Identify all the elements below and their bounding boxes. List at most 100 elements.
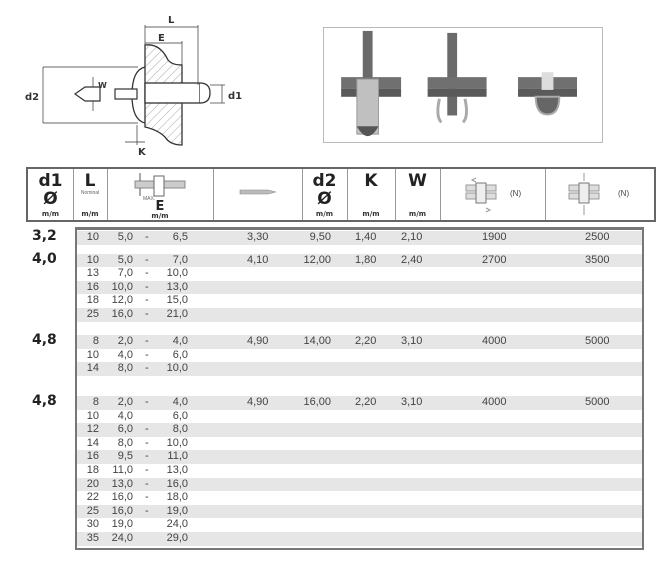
grip-max-value: 10,0	[166, 362, 188, 375]
grip-min-value: 16,0	[111, 308, 133, 320]
unit-label: (N)	[618, 189, 630, 198]
grip-separator: -	[145, 335, 149, 348]
shear-strength-value: 4000	[482, 396, 507, 408]
header-K: K m/m	[347, 169, 396, 220]
header-L-title: L	[84, 171, 96, 191]
length-value: 12	[86, 423, 99, 436]
grip-min-value: 19,0	[111, 518, 133, 531]
shear-strength-value: 2700	[482, 253, 507, 266]
grip-min-value: 9,5	[117, 450, 133, 463]
grip-min-value: 8,0	[117, 362, 133, 375]
grip-min-value: 12,0	[111, 294, 133, 307]
max-label: MAX.	[143, 196, 156, 202]
grip-max-value: 10,0	[166, 436, 188, 449]
header-W-title: W	[408, 171, 427, 191]
tensile-strength-value: 2500	[585, 231, 610, 243]
grip-max-value: 11,0	[167, 450, 188, 463]
grip-max-value: 15,0	[166, 294, 188, 307]
grip-min-value: 16,0	[111, 504, 133, 517]
unit-label: m/m	[41, 210, 60, 218]
label-E: E	[158, 33, 165, 44]
grip-max-value: 21,0	[166, 308, 188, 320]
length-value: 10	[86, 348, 99, 361]
grip-separator: -	[145, 253, 149, 266]
grip-min-value: 4,0	[117, 348, 133, 361]
grip-min-value: 4,0	[117, 409, 133, 422]
grip-max-value: 16,0	[166, 477, 188, 490]
header-drill	[213, 169, 303, 220]
grip-separator: -	[145, 280, 149, 293]
grip-max-value: 7,0	[172, 253, 188, 266]
header-shear: (N)	[440, 169, 546, 220]
d1-value: 4,8	[32, 393, 57, 409]
shear-force-icon	[465, 177, 497, 213]
d1-value: 4,0	[32, 250, 57, 267]
header-d1: d1 Ø m/m	[28, 169, 74, 220]
rivet-installation-illustration	[323, 27, 603, 143]
grip-separator: -	[145, 477, 149, 490]
length-value: 10	[86, 409, 99, 422]
head-diameter-value: 16,00	[303, 396, 331, 408]
head-height-value: 2,20	[355, 396, 377, 408]
header-d2: d2 Ø m/m	[302, 169, 348, 220]
head-height-value: 1,40	[355, 231, 377, 243]
grip-separator: -	[145, 436, 149, 449]
grip-separator: -	[145, 396, 149, 408]
grip-min-value: 16,0	[111, 491, 133, 504]
grip-separator: -	[145, 464, 149, 476]
d1-value: 3,2	[32, 228, 57, 244]
length-value: 25	[86, 504, 99, 517]
label-W: W	[98, 81, 107, 90]
table-header: d1 Ø m/m L Nominal m/m MAX. E m/m d2 Ø m…	[26, 167, 656, 222]
head-height-value: 2,20	[355, 335, 377, 348]
rivet-dimension-diagram: L E d2 d1 W K	[25, 15, 242, 155]
header-L: L Nominal m/m	[73, 169, 108, 220]
grip-max-value: 10,0	[166, 267, 188, 280]
length-value: 14	[86, 436, 99, 449]
grip-min-value: 13,0	[111, 477, 133, 490]
grip-max-value: 4,0	[172, 396, 188, 408]
grip-min-value: 24,0	[111, 532, 133, 544]
grip-min-value: 7,0	[117, 267, 133, 280]
grip-min-value: 10,0	[111, 280, 133, 293]
drill-diameter-value: 4,90	[247, 396, 269, 408]
length-value: 13	[86, 267, 99, 280]
grip-min-value: 2,0	[117, 396, 133, 408]
header-d1-title: d1	[38, 171, 63, 191]
grip-separator: -	[145, 362, 149, 375]
grip-min-value: 5,0	[117, 253, 133, 266]
diameter-symbol: Ø	[43, 189, 58, 209]
drill-diameter-value: 4,10	[247, 253, 269, 266]
length-value: 20	[86, 477, 99, 490]
grip-min-value: 6,0	[117, 423, 133, 436]
length-value: 10	[86, 253, 99, 266]
unit-label: m/m	[315, 210, 334, 218]
shear-strength-value: 4000	[482, 335, 507, 348]
length-value: 10	[86, 231, 99, 243]
mandrel-diameter-value: 2,40	[401, 253, 423, 266]
tensile-strength-value: 5000	[585, 396, 610, 408]
length-value: 35	[86, 532, 99, 544]
grip-max-value: 4,0	[172, 335, 188, 348]
grip-separator: -	[145, 450, 149, 463]
grip-separator: -	[145, 504, 149, 517]
unit-label: m/m	[408, 210, 427, 218]
mandrel-diameter-value: 3,10	[401, 335, 423, 348]
drill-bit-icon	[239, 189, 276, 195]
header-tensile: (N)	[545, 169, 654, 220]
grip-min-value: 11,0	[112, 464, 133, 476]
label-d1: d1	[228, 91, 242, 102]
